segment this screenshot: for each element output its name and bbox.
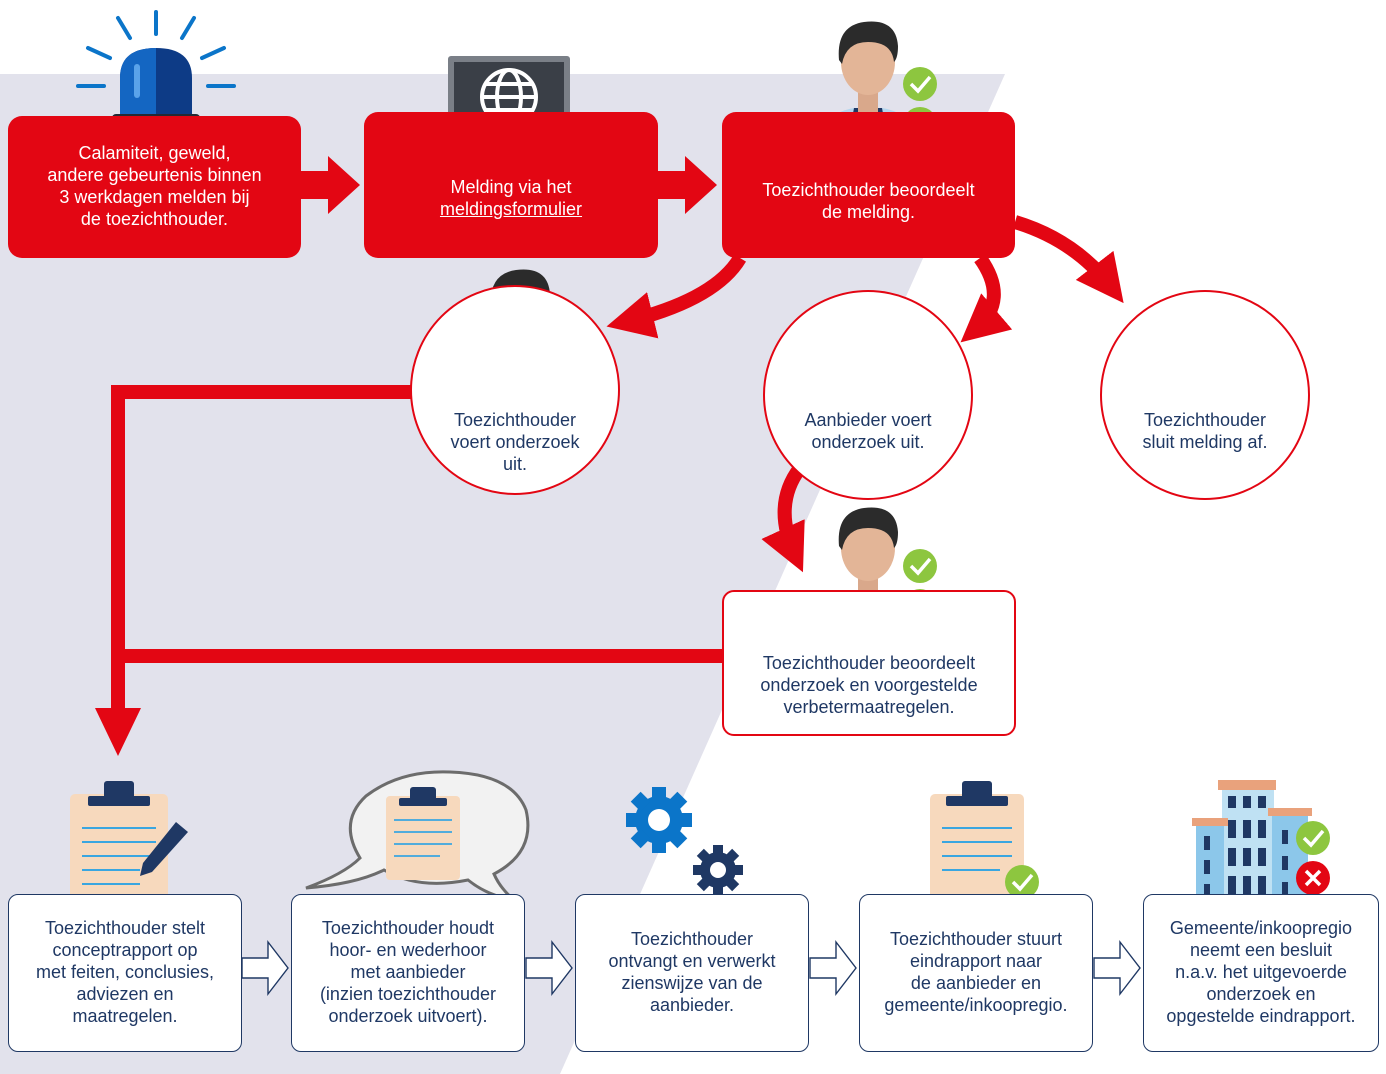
assessment-line: verbetermaatregelen. [783, 696, 955, 717]
step-besluit: Gemeente/inkoopregio neemt een besluit n… [1143, 894, 1379, 1052]
step-melden-line: Calamiteit, geweld, [78, 143, 231, 164]
bottom-step-line: (inzien toezichthouder [319, 983, 497, 1004]
arrow-to-toezichthouder-onderzoek [606, 254, 747, 339]
step-hoor-wederhoor: Toezichthouder houdt hoor- en wederhoor … [291, 894, 525, 1052]
bottom-step-line: zienswijze van de [621, 973, 763, 993]
branch-line: onderzoek uit. [811, 431, 925, 452]
bottom-step-line: neemt een besluit [1189, 940, 1333, 961]
clipboard-pen-icon [70, 781, 188, 902]
line-onderzoek-to-report [111, 385, 412, 710]
branch-line: voert onderzoek [450, 431, 580, 452]
bottom-step-line: n.a.v. het uitgevoerde [1175, 962, 1347, 983]
step-beoordeelt-line: de melding. [821, 202, 916, 222]
step-melden: Calamiteit, geweld, andere gebeurtenis b… [8, 116, 301, 258]
bottom-step-line: Toezichthouder stelt [44, 918, 206, 939]
step-conceptrapport: Toezichthouder stelt conceptrapport op m… [8, 894, 242, 1052]
circle-toezichthouder-onderzoek-label: Toezichthouder voert onderzoek uit. [420, 410, 610, 476]
step-beoordeelt-onderzoek: Toezichthouder beoordeelt onderzoek en v… [722, 590, 1016, 736]
bottom-step-line: de aanbieder en [910, 973, 1042, 993]
step-beoordeelt-line: Toezichthouder beoordeelt [762, 180, 975, 201]
bottom-step-line: conceptrapport op [52, 940, 198, 961]
step-melding-formulier: Melding via het meldingsformulier [364, 112, 658, 258]
arrow-down-to-report [95, 708, 141, 756]
building-decision-icon [1192, 780, 1330, 906]
bottom-step-line: gemeente/inkoopregio. [884, 994, 1068, 1015]
meldingsformulier-link[interactable]: meldingsformulier [439, 199, 583, 219]
bottom-step-line: adviezen en [76, 983, 174, 1004]
circle-sluit-melding-label: Toezichthouder sluit melding af. [1110, 410, 1300, 454]
bottom-step-line: Gemeente/inkoopregio [1169, 918, 1353, 939]
step-melding-text: Melding via het [450, 177, 572, 198]
circle-sluit-melding [1100, 290, 1310, 500]
step-melden-line: andere gebeurtenis binnen [47, 165, 262, 186]
bottom-step-line: maatregelen. [72, 1005, 178, 1026]
bottom-step-line: met feiten, conclusies, [35, 962, 215, 983]
branch-line: Toezichthouder [1143, 410, 1267, 430]
step-melden-line: de toezichthouder. [80, 208, 229, 229]
bottom-step-line: aanbieder. [649, 994, 735, 1015]
bottom-step-line: eindrapport naar [909, 951, 1043, 972]
branch-line: Toezichthouder [453, 410, 577, 430]
hollow-arrows [241, 939, 1141, 997]
arrow-to-aanbieder-onderzoek [960, 253, 1013, 343]
bottom-step-line: onderzoek uitvoert). [328, 1005, 488, 1026]
assessment-line: onderzoek en voorgestelde [760, 675, 978, 696]
arrow-to-sluit-melding [1012, 215, 1124, 304]
arrow-aanbieder-to-assessment [761, 463, 806, 573]
speech-bubble-clipboard-icon [305, 770, 530, 903]
clipboard-check-icon [930, 781, 1039, 900]
arrow-step2-to-step3 [657, 156, 717, 214]
circle-aanbieder-onderzoek-label: Aanbieder voert onderzoek uit. [773, 410, 963, 454]
step-melden-line: 3 werkdagen melden bij [59, 187, 250, 207]
bottom-step-line: Toezichthouder [630, 929, 754, 950]
branch-line: uit. [502, 453, 527, 474]
circle-aanbieder-onderzoek [763, 290, 973, 500]
branch-line: Aanbieder voert [804, 410, 932, 430]
background-band [0, 74, 1005, 1074]
bottom-step-line: hoor- en wederhoor [329, 940, 487, 961]
step-zienswijze: Toezichthouder ontvangt en verwerkt zien… [575, 894, 809, 1052]
assessment-line: Toezichthouder beoordeelt [762, 653, 976, 674]
arrow-step1-to-step2 [300, 156, 360, 214]
bottom-step-line: onderzoek en [1206, 983, 1316, 1004]
bottom-step-line: met aanbieder [350, 962, 466, 983]
bottom-step-line: ontvangt en verwerkt [608, 951, 776, 972]
branch-line: sluit melding af. [1142, 431, 1268, 452]
bottom-step-line: opgestelde eindrapport. [1166, 1005, 1356, 1026]
bottom-step-line: Toezichthouder houdt [321, 918, 495, 939]
circle-toezichthouder-onderzoek [410, 285, 620, 495]
step-beoordeelt-melding: Toezichthouder beoordeelt de melding. [722, 112, 1015, 258]
step-eindrapport: Toezichthouder stuurt eindrapport naar d… [859, 894, 1093, 1052]
bottom-step-line: Toezichthouder stuurt [889, 929, 1063, 950]
